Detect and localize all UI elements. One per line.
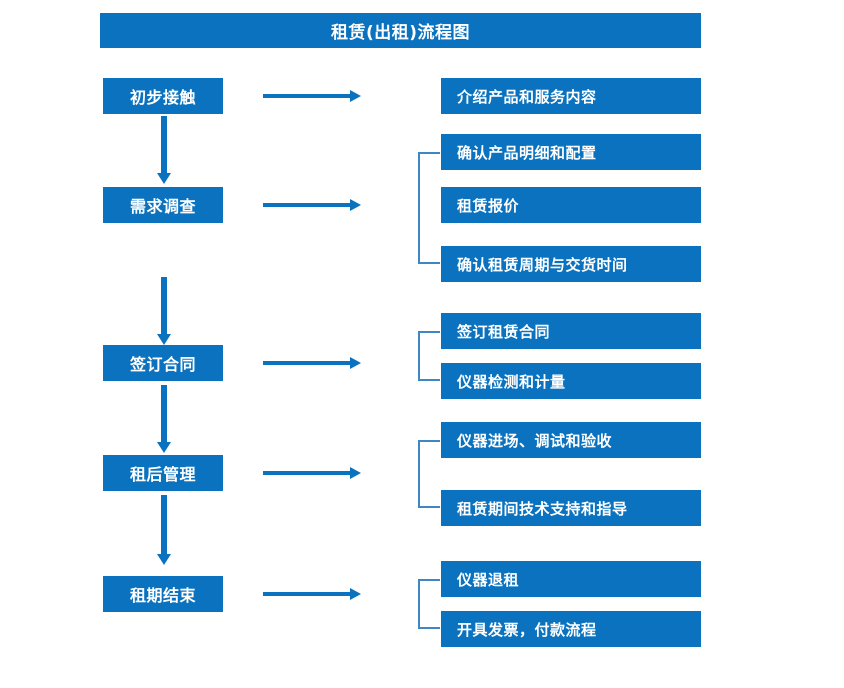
group-bracket-5: [418, 579, 440, 629]
stage-box-2[interactable]: 需求调查: [103, 187, 223, 223]
arrow-head: [157, 334, 171, 345]
arrow-shaft: [263, 203, 351, 207]
detail-box-2-1[interactable]: 确认产品明细和配置: [441, 134, 701, 170]
flow-arrow-right-5: [263, 587, 361, 601]
group-bracket-3: [418, 331, 440, 381]
arrow-shaft: [263, 471, 351, 475]
flow-arrow-down-2: [157, 277, 171, 345]
detail-box-2-2[interactable]: 租赁报价: [441, 187, 701, 223]
arrow-head: [157, 173, 171, 184]
detail-box-1-1[interactable]: 介绍产品和服务内容: [441, 78, 701, 114]
arrow-head: [350, 90, 361, 102]
diagram-title: 租赁(出租)流程图: [100, 13, 701, 48]
arrow-head: [157, 554, 171, 565]
flow-arrow-right-3: [263, 356, 361, 370]
arrow-shaft: [263, 361, 351, 365]
flow-arrow-down-4: [157, 495, 171, 565]
stage-box-3[interactable]: 签订合同: [103, 345, 223, 381]
detail-box-2-3[interactable]: 确认租赁周期与交货时间: [441, 246, 701, 282]
flow-arrow-right-1: [263, 89, 361, 103]
detail-box-4-2[interactable]: 租赁期间技术支持和指导: [441, 490, 701, 526]
arrow-head: [350, 357, 361, 369]
detail-box-5-2[interactable]: 开具发票，付款流程: [441, 611, 701, 647]
arrow-head: [350, 588, 361, 600]
arrow-shaft: [161, 495, 167, 554]
stage-box-4[interactable]: 租后管理: [103, 455, 223, 491]
group-bracket-2: [418, 152, 440, 264]
flow-arrow-down-1: [157, 116, 171, 184]
arrow-head: [157, 442, 171, 453]
group-bracket-4: [418, 440, 440, 508]
arrow-shaft: [161, 116, 167, 173]
arrow-head: [350, 199, 361, 211]
detail-box-3-2[interactable]: 仪器检测和计量: [441, 363, 701, 399]
flow-arrow-down-3: [157, 385, 171, 453]
arrow-head: [350, 467, 361, 479]
stage-box-1[interactable]: 初步接触: [103, 78, 223, 114]
flow-arrow-right-2: [263, 198, 361, 212]
detail-box-5-1[interactable]: 仪器退租: [441, 561, 701, 597]
arrow-shaft: [161, 385, 167, 442]
detail-box-3-1[interactable]: 签订租赁合同: [441, 313, 701, 349]
detail-box-4-1[interactable]: 仪器进场、调试和验收: [441, 422, 701, 458]
flow-arrow-right-4: [263, 466, 361, 480]
stage-box-5[interactable]: 租期结束: [103, 576, 223, 612]
arrow-shaft: [161, 277, 167, 334]
arrow-shaft: [263, 94, 351, 98]
arrow-shaft: [263, 592, 351, 596]
